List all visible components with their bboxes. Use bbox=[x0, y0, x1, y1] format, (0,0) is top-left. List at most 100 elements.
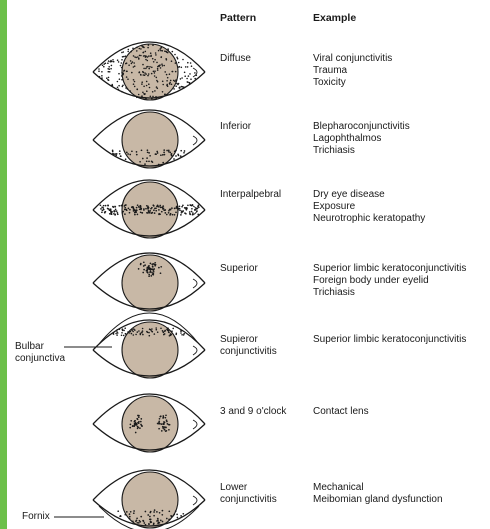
stain-dot bbox=[172, 214, 174, 216]
stain-dot bbox=[135, 334, 137, 336]
stain-dot bbox=[109, 71, 111, 73]
stain-dot bbox=[114, 206, 116, 208]
stain-dot bbox=[142, 158, 144, 160]
stain-dot bbox=[123, 70, 125, 72]
stain-dot bbox=[136, 154, 138, 156]
stain-dot bbox=[129, 513, 131, 515]
stain-dot bbox=[161, 423, 163, 425]
stain-dot bbox=[121, 75, 123, 77]
stain-dot bbox=[154, 333, 156, 335]
stain-dot bbox=[142, 71, 144, 73]
stain-dot bbox=[132, 48, 134, 50]
stain-dot bbox=[131, 150, 133, 152]
stain-dot bbox=[194, 209, 196, 211]
stain-dot bbox=[133, 79, 135, 81]
stain-dot bbox=[171, 84, 173, 86]
stain-dot bbox=[125, 334, 127, 336]
stain-dot bbox=[124, 213, 126, 215]
stain-dot bbox=[181, 67, 183, 69]
stain-dot bbox=[149, 66, 151, 68]
stain-dot bbox=[175, 62, 177, 64]
stain-dot bbox=[113, 61, 115, 63]
stain-dot bbox=[137, 415, 139, 417]
stain-dot bbox=[130, 420, 132, 422]
stain-dot bbox=[156, 86, 158, 88]
stain-dot bbox=[135, 424, 137, 426]
stain-dot bbox=[163, 423, 165, 425]
stain-dot bbox=[182, 86, 184, 88]
stain-dot bbox=[150, 511, 152, 513]
stain-dot bbox=[190, 204, 192, 206]
stain-dot bbox=[117, 212, 119, 214]
stain-dot bbox=[160, 266, 162, 268]
stain-dot bbox=[129, 90, 131, 92]
stain-dot bbox=[168, 519, 170, 521]
stain-dot bbox=[148, 152, 150, 154]
stain-dot bbox=[160, 415, 162, 417]
stain-dot bbox=[152, 96, 154, 98]
stain-dot bbox=[137, 426, 139, 428]
stain-dot bbox=[162, 208, 164, 210]
stain-dot bbox=[141, 212, 143, 214]
stain-dot bbox=[140, 421, 142, 423]
stain-dot bbox=[136, 207, 138, 209]
stain-dot bbox=[140, 55, 142, 57]
stain-dot bbox=[157, 523, 159, 525]
stain-dot bbox=[117, 87, 119, 89]
stain-dot bbox=[174, 214, 176, 216]
stain-dot bbox=[163, 65, 165, 67]
stain-dot bbox=[151, 328, 153, 330]
stain-dot bbox=[140, 516, 142, 518]
stain-dot bbox=[181, 210, 183, 212]
stain-dot bbox=[152, 91, 154, 93]
stain-dot bbox=[146, 268, 148, 270]
stain-dot bbox=[149, 516, 151, 518]
stain-dot bbox=[119, 78, 121, 80]
stain-dot bbox=[142, 334, 144, 336]
stain-dot bbox=[166, 518, 168, 520]
stain-dot bbox=[115, 333, 117, 335]
stain-dot bbox=[155, 52, 157, 54]
stain-dot bbox=[130, 424, 132, 426]
stain-dot bbox=[137, 214, 139, 216]
stain-dot bbox=[162, 415, 164, 417]
stain-dot bbox=[156, 329, 158, 331]
stain-dot bbox=[142, 46, 144, 48]
stain-dot bbox=[182, 210, 184, 212]
stain-dot bbox=[129, 427, 131, 429]
stain-dot bbox=[153, 523, 155, 525]
stain-dot bbox=[132, 61, 134, 63]
stain-dot bbox=[122, 85, 124, 87]
stain-dot bbox=[178, 83, 180, 85]
stain-dot bbox=[118, 73, 120, 75]
stain-dot bbox=[166, 85, 168, 87]
stain-dot bbox=[137, 56, 139, 58]
stain-dot bbox=[163, 149, 165, 151]
stain-dot bbox=[180, 332, 182, 334]
stain-dot bbox=[185, 66, 187, 68]
stain-dot bbox=[162, 81, 164, 83]
stain-dot bbox=[148, 73, 150, 75]
stain-dot bbox=[111, 213, 113, 215]
stain-dot bbox=[194, 72, 196, 74]
stain-dot bbox=[169, 73, 171, 75]
stain-dot bbox=[175, 71, 177, 73]
stain-dot bbox=[121, 59, 123, 61]
stain-dot bbox=[157, 152, 159, 154]
stain-dot bbox=[140, 334, 142, 336]
stain-dot bbox=[112, 151, 114, 153]
stain-dot bbox=[143, 68, 145, 70]
stain-dot bbox=[174, 151, 176, 153]
stain-dot bbox=[175, 155, 177, 157]
stain-dot bbox=[173, 158, 175, 160]
stain-dot bbox=[125, 87, 127, 89]
stain-dot bbox=[167, 77, 169, 79]
eye-superior bbox=[93, 253, 205, 311]
stain-dot bbox=[169, 82, 171, 84]
stain-dot bbox=[174, 54, 176, 56]
stain-dot bbox=[117, 510, 119, 512]
stain-dot bbox=[164, 212, 166, 214]
stain-dot bbox=[133, 328, 135, 330]
stain-dot bbox=[160, 50, 162, 52]
stain-dot bbox=[142, 330, 144, 332]
